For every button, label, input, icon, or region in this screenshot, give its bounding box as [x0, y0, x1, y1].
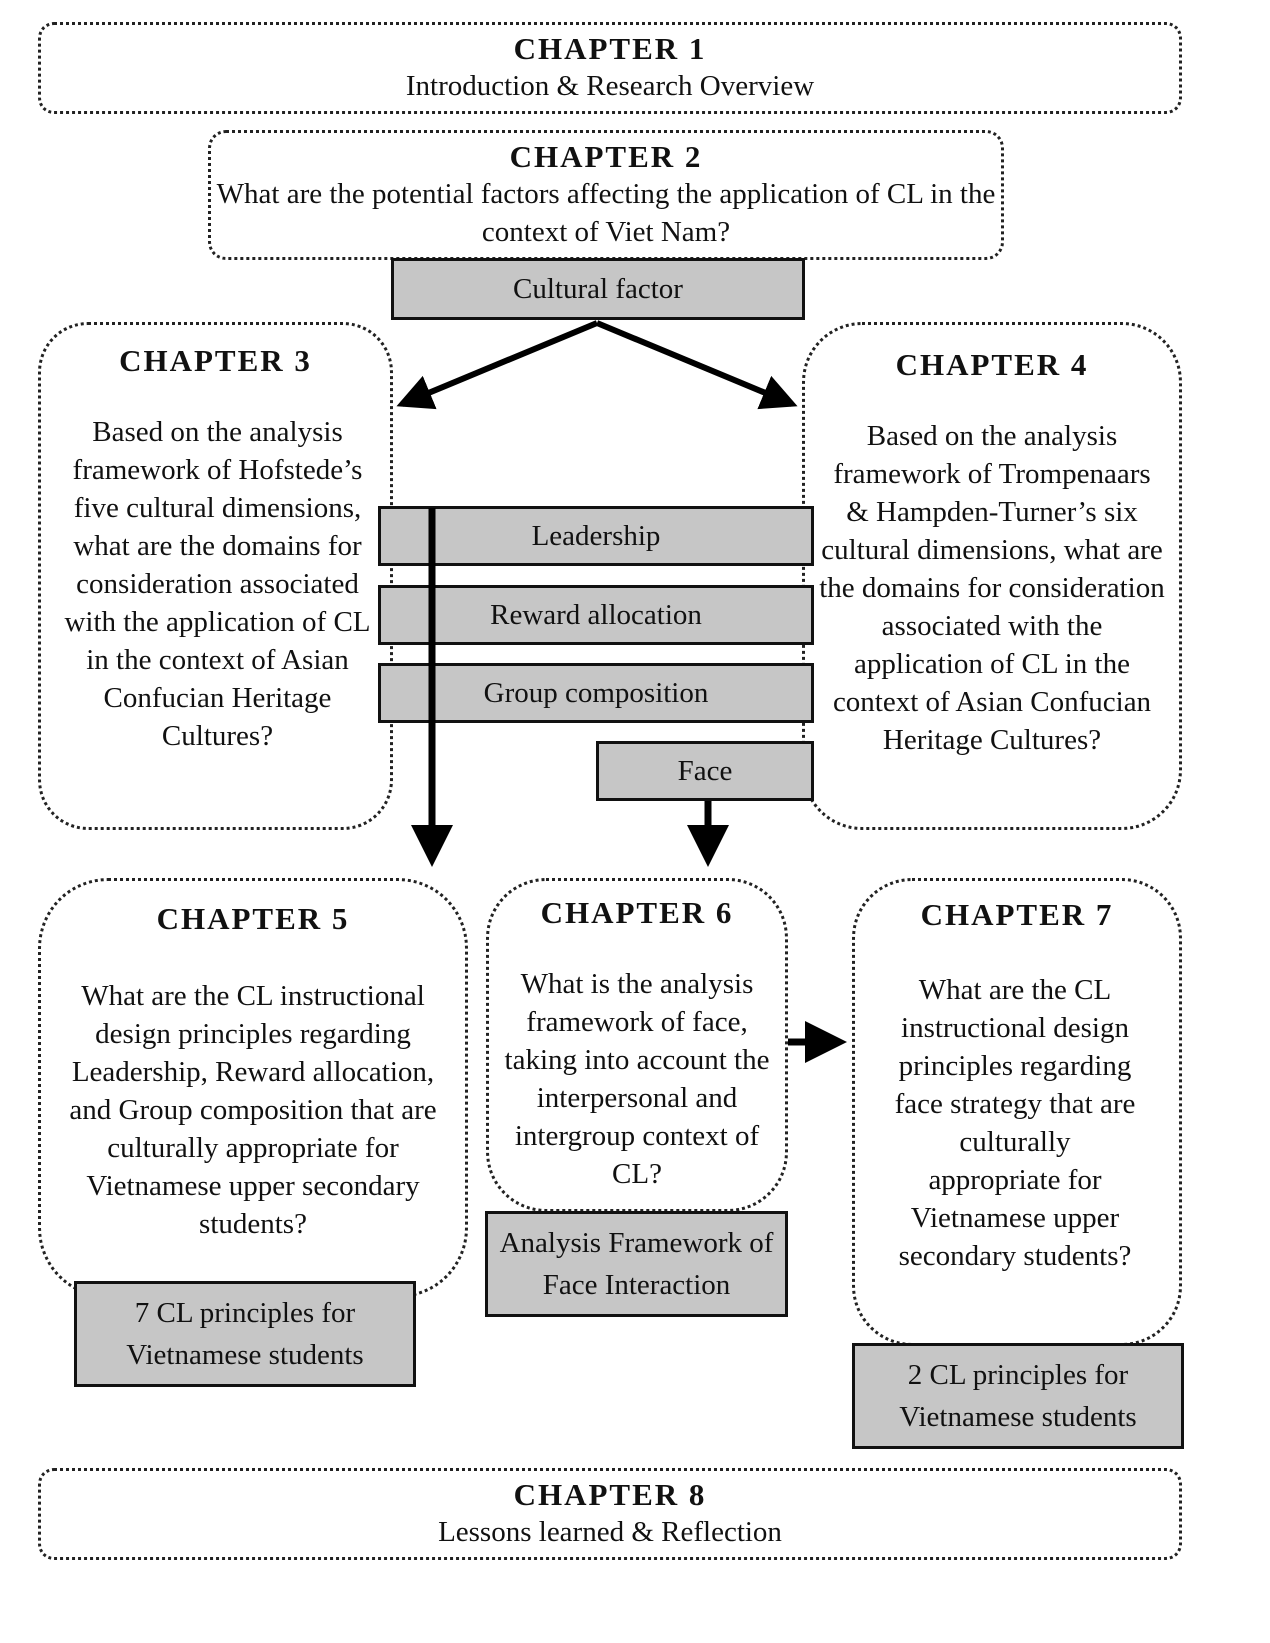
chapter-7-title: CHAPTER 7: [920, 897, 1114, 932]
chapter-6-box: CHAPTER 6 What is the analysis framework…: [486, 878, 788, 1212]
chapter-5-title: CHAPTER 5: [156, 901, 350, 936]
chapter-2-title: CHAPTER 2: [509, 139, 703, 174]
chapter-6-title: CHAPTER 6: [540, 895, 734, 930]
chapter-8-text: Lessons learned & Reflection: [438, 1515, 782, 1548]
arrow-cultural-to-chapter-3: [396, 320, 599, 410]
chapter-1-text: Introduction & Research Overview: [405, 69, 815, 102]
chapter-7-text: What are the CL instructional design pri…: [894, 973, 1136, 1272]
chapter-2-box: CHAPTER 2 What are the potential factors…: [208, 130, 1004, 260]
chapter-4-title: CHAPTER 4: [895, 347, 1089, 382]
group-composition-box: Group composition: [378, 663, 814, 723]
chapter-3-text: Based on the analysis framework of Hofst…: [64, 415, 371, 752]
face-box: Face: [596, 741, 814, 801]
chapter-5-box: CHAPTER 5 What are the CL instructional …: [38, 878, 468, 1298]
chapter-6-text: What is the analysis framework of face, …: [504, 967, 770, 1190]
chapter-4-text: Based on the analysis framework of Tromp…: [819, 419, 1165, 756]
analysis-framework-box: Analysis Framework of Face Interaction: [485, 1211, 788, 1317]
chapter-8-box: CHAPTER 8 Lessons learned & Reflection: [38, 1468, 1182, 1560]
cultural-factor-box: Cultural factor: [391, 258, 805, 320]
seven-cl-principles-box: 7 CL principles for Vietnamese students: [74, 1281, 416, 1387]
two-cl-principles-box: 2 CL principles for Vietnamese students: [852, 1343, 1184, 1449]
chapter-1-box: CHAPTER 1 Introduction & Research Overvi…: [38, 22, 1182, 114]
chapter-7-box: CHAPTER 7 What are the CL instructional …: [852, 878, 1182, 1346]
chapter-2-text: What are the potential factors affecting…: [216, 177, 996, 248]
chapter-4-box: CHAPTER 4 Based on the analysis framewor…: [802, 322, 1182, 830]
chapter-8-title: CHAPTER 8: [513, 1477, 707, 1512]
reward-allocation-box: Reward allocation: [378, 585, 814, 645]
chapter-1-title: CHAPTER 1: [513, 31, 707, 66]
leadership-box: Leadership: [378, 506, 814, 566]
chapter-3-box: CHAPTER 3 Based on the analysis framewor…: [38, 322, 393, 830]
chapter-3-title: CHAPTER 3: [119, 343, 312, 378]
chapter-5-text: What are the CL instructional design pri…: [69, 979, 437, 1240]
arrow-cultural-to-chapter-4: [595, 320, 798, 410]
